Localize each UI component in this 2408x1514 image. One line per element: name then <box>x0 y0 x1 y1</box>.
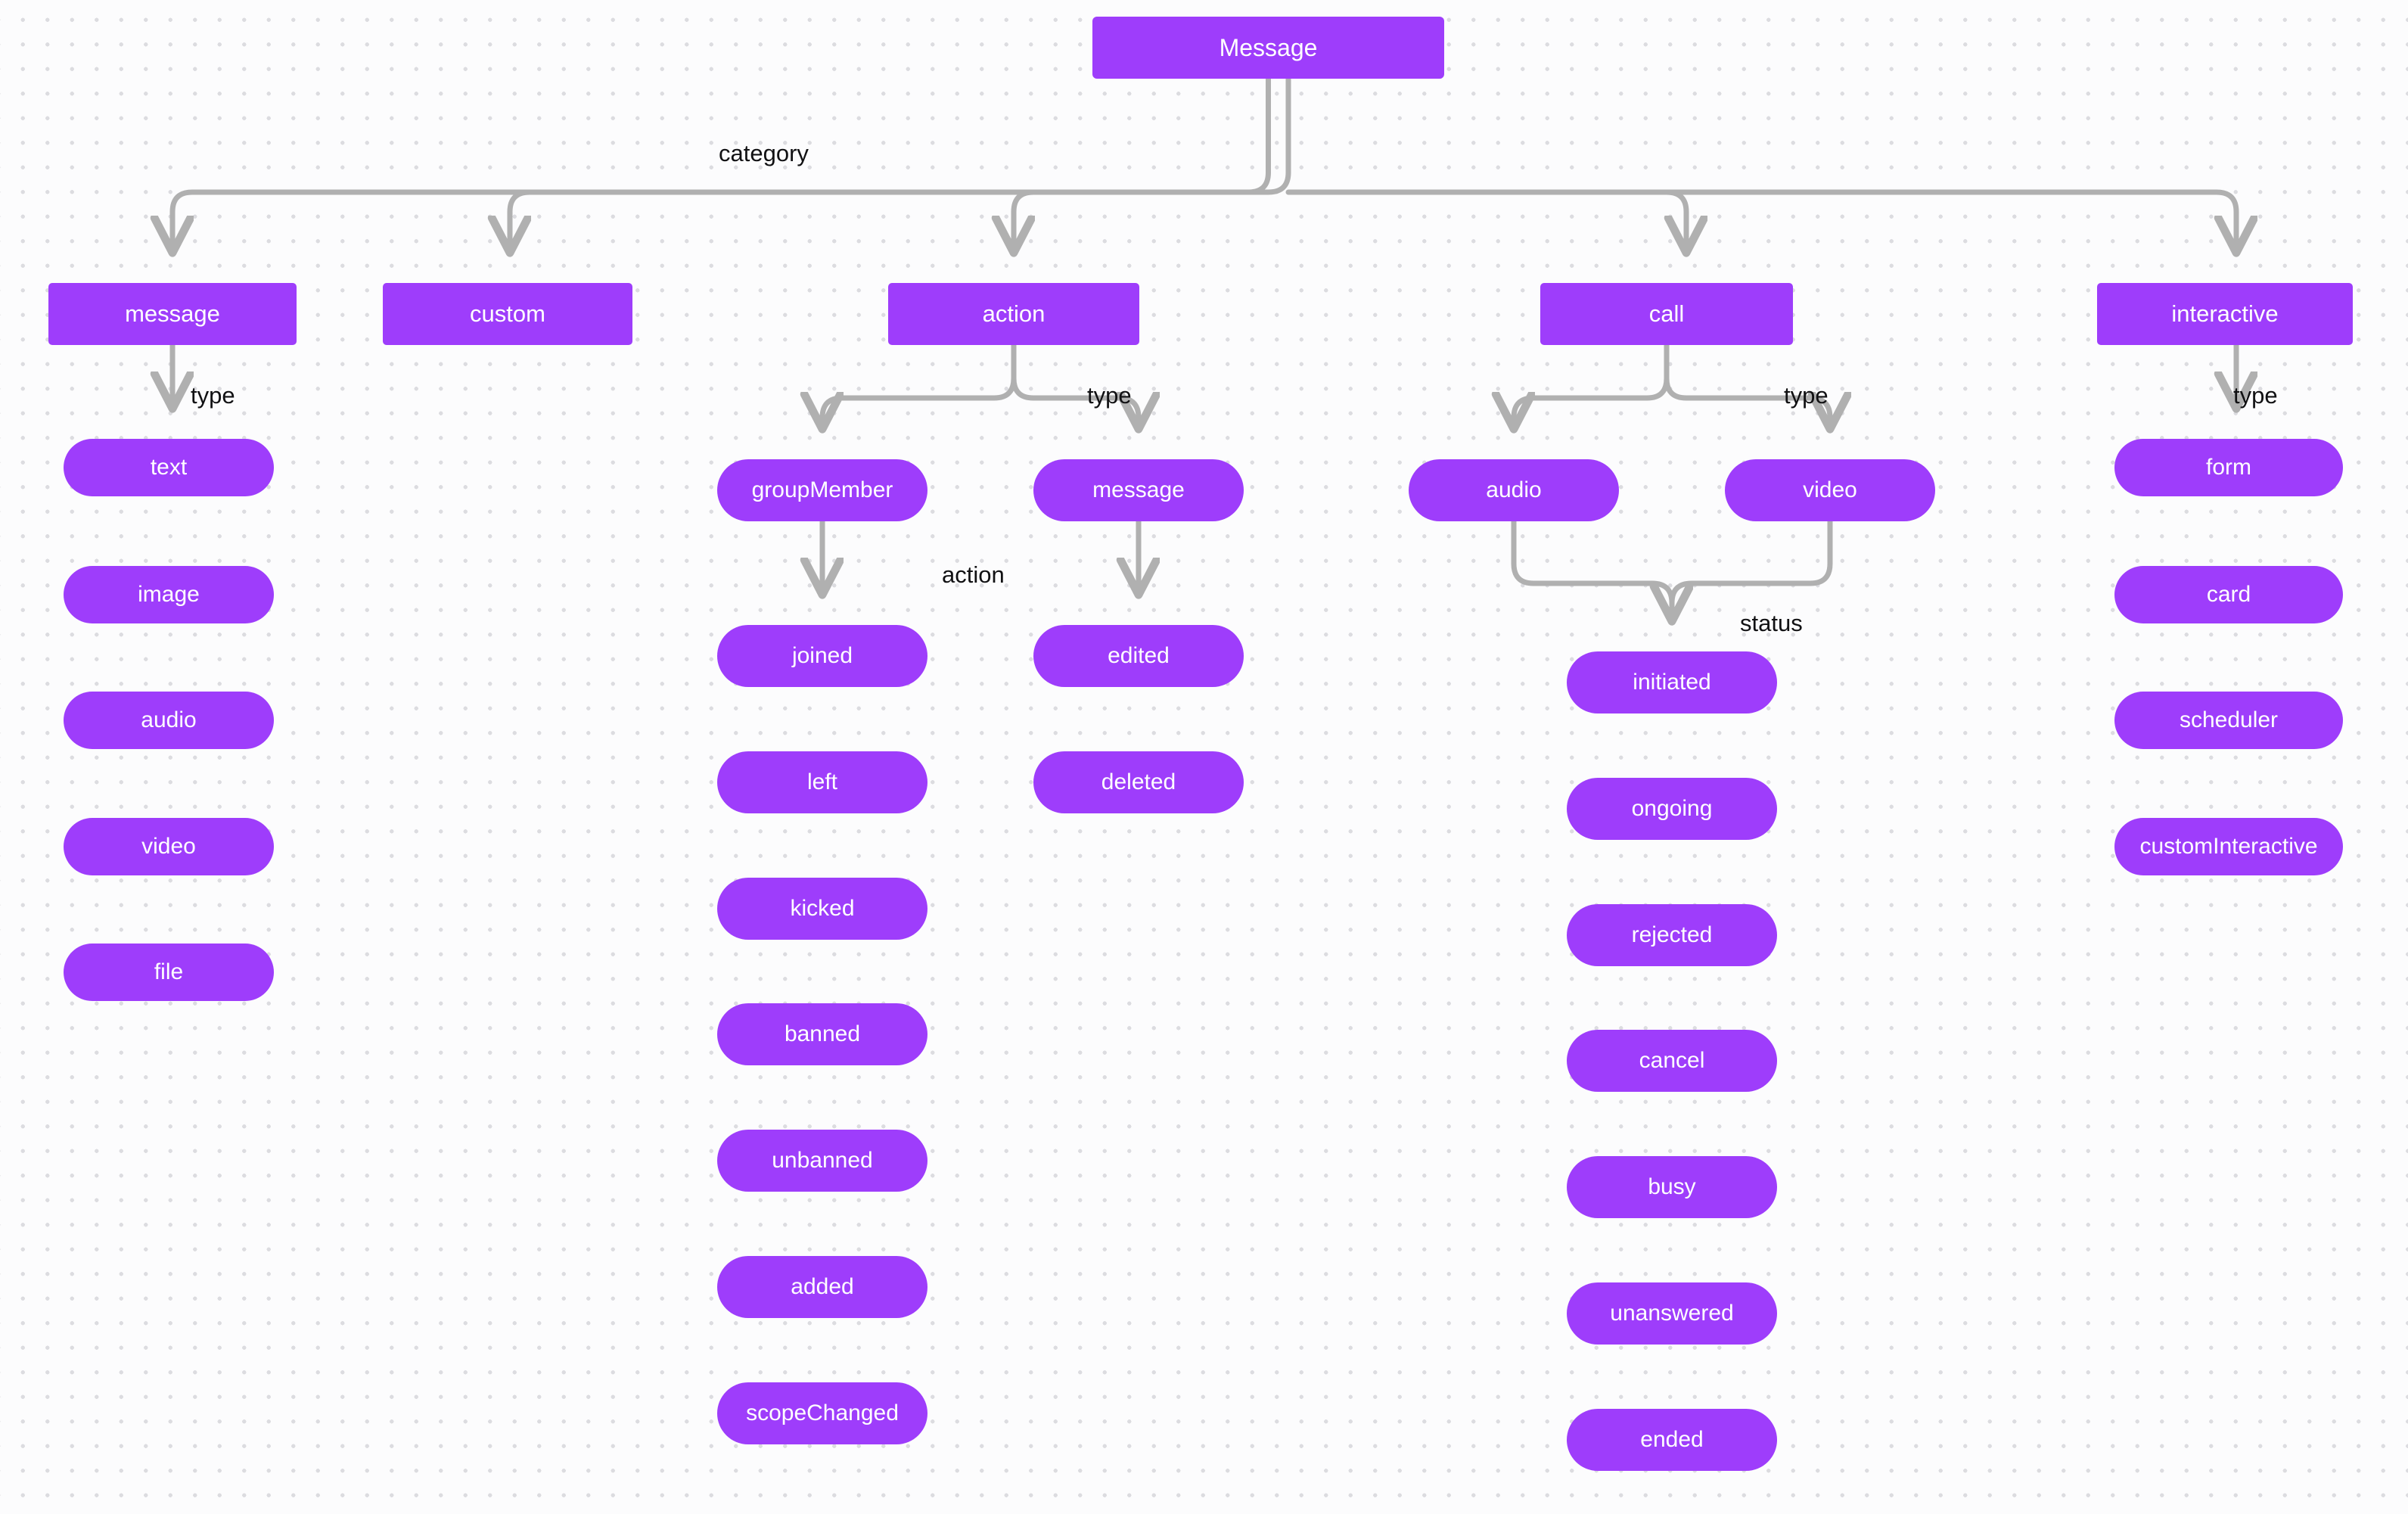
node-label: action <box>982 300 1046 328</box>
node-category-call[interactable]: call <box>1540 283 1793 345</box>
node-status-initiated[interactable]: initiated <box>1567 651 1777 713</box>
node-message-text[interactable]: text <box>64 439 274 496</box>
edge-label-type-action: type <box>1087 382 1132 409</box>
node-call-video[interactable]: video <box>1725 459 1935 521</box>
edge-label-action-groupmember: action <box>942 561 1005 589</box>
node-message-image[interactable]: image <box>64 566 274 623</box>
node-label: scopeChanged <box>746 1400 899 1425</box>
node-groupmember-kicked[interactable]: kicked <box>717 878 927 940</box>
edge-video-initiated <box>1672 518 1833 618</box>
edge-bus-left <box>172 189 1251 250</box>
node-label: card <box>2206 581 2251 607</box>
node-label: unanswered <box>1610 1300 1734 1326</box>
edge-action-stem-left <box>822 342 1017 426</box>
node-label: deleted <box>1101 769 1176 794</box>
node-call-audio[interactable]: audio <box>1409 459 1619 521</box>
edge-label-text: type <box>191 382 235 409</box>
node-label: image <box>138 581 200 607</box>
node-label: added <box>791 1273 854 1299</box>
edge-label-type-interactive: type <box>2233 382 2278 409</box>
node-groupmember-banned[interactable]: banned <box>717 1003 927 1065</box>
node-label: joined <box>791 642 853 668</box>
node-groupmember-scopechanged[interactable]: scopeChanged <box>717 1382 927 1444</box>
node-label: audio <box>141 707 197 732</box>
node-interactive-form[interactable]: form <box>2114 439 2343 496</box>
node-label: message <box>125 300 220 328</box>
node-label: form <box>2206 454 2251 480</box>
node-category-interactive[interactable]: interactive <box>2097 283 2353 345</box>
node-interactive-custominteractive[interactable]: customInteractive <box>2114 818 2343 875</box>
node-label: banned <box>784 1021 861 1046</box>
node-label: custom <box>470 300 545 328</box>
edge-label-status-call: status <box>1740 610 1803 637</box>
edge-label-text: action <box>942 561 1005 588</box>
node-action-message[interactable]: message <box>1033 459 1244 521</box>
edge-call-stem-left <box>1514 342 1670 426</box>
node-label: scheduler <box>2179 707 2279 732</box>
edge-label-text: type <box>1087 382 1132 409</box>
node-label: customInteractive <box>2139 833 2318 859</box>
node-label: text <box>150 454 188 480</box>
node-groupmember-added[interactable]: added <box>717 1256 927 1318</box>
node-status-unanswered[interactable]: unanswered <box>1567 1282 1777 1345</box>
node-label: file <box>154 959 184 984</box>
node-label: rejected <box>1631 922 1713 947</box>
node-status-rejected[interactable]: rejected <box>1567 904 1777 966</box>
node-label: Message <box>1219 33 1318 61</box>
node-status-ongoing[interactable]: ongoing <box>1567 778 1777 840</box>
node-label: busy <box>1648 1174 1696 1199</box>
node-groupmember-unbanned[interactable]: unbanned <box>717 1130 927 1192</box>
node-label: initiated <box>1633 669 1711 695</box>
node-label: message <box>1092 477 1185 502</box>
node-label: video <box>141 833 196 859</box>
node-label: cancel <box>1639 1047 1705 1073</box>
node-label: call <box>1648 300 1685 328</box>
node-label: edited <box>1108 642 1170 668</box>
node-category-message[interactable]: message <box>48 283 297 345</box>
node-label: interactive <box>2171 300 2279 328</box>
edge-label-text: category <box>719 140 809 166</box>
node-message-video[interactable]: video <box>64 818 274 875</box>
edge-bus-action <box>1014 189 1036 250</box>
node-label: video <box>1803 477 1857 502</box>
node-message-audio[interactable]: audio <box>64 692 274 749</box>
edge-label-text: status <box>1740 610 1803 636</box>
edge-label-type-call: type <box>1784 382 1829 409</box>
node-actionmessage-deleted[interactable]: deleted <box>1033 751 1244 813</box>
edge-label-type-message: type <box>191 382 235 409</box>
node-status-ended[interactable]: ended <box>1567 1409 1777 1471</box>
node-message-file[interactable]: file <box>64 944 274 1001</box>
node-label: ended <box>1640 1426 1704 1452</box>
node-label: audio <box>1486 477 1542 502</box>
node-status-cancel[interactable]: cancel <box>1567 1030 1777 1092</box>
node-interactive-scheduler[interactable]: scheduler <box>2114 692 2343 749</box>
node-category-action[interactable]: action <box>888 283 1139 345</box>
node-label: unbanned <box>772 1147 873 1173</box>
node-interactive-card[interactable]: card <box>2114 566 2343 623</box>
node-groupmember-left[interactable]: left <box>717 751 927 813</box>
node-groupmember-joined[interactable]: joined <box>717 625 927 687</box>
node-action-groupmember[interactable]: groupMember <box>717 459 927 521</box>
edge-bus-call <box>1664 189 1686 250</box>
node-actionmessage-edited[interactable]: edited <box>1033 625 1244 687</box>
edge-label-category: category <box>719 140 809 167</box>
edge-bus-right <box>1285 189 2236 250</box>
edge-label-text: type <box>1784 382 1829 409</box>
edge-root-stem <box>1245 76 1291 195</box>
node-label: kicked <box>790 895 855 921</box>
node-label: left <box>806 769 838 794</box>
node-label: groupMember <box>751 477 893 502</box>
edge-label-text: type <box>2233 382 2278 409</box>
node-label: ongoing <box>1631 795 1713 821</box>
node-category-custom[interactable]: custom <box>383 283 632 345</box>
node-status-busy[interactable]: busy <box>1567 1156 1777 1218</box>
edge-bus-custom <box>510 189 533 250</box>
node-root-message[interactable]: Message <box>1092 17 1444 79</box>
edge-audio-initiated <box>1511 518 1672 618</box>
